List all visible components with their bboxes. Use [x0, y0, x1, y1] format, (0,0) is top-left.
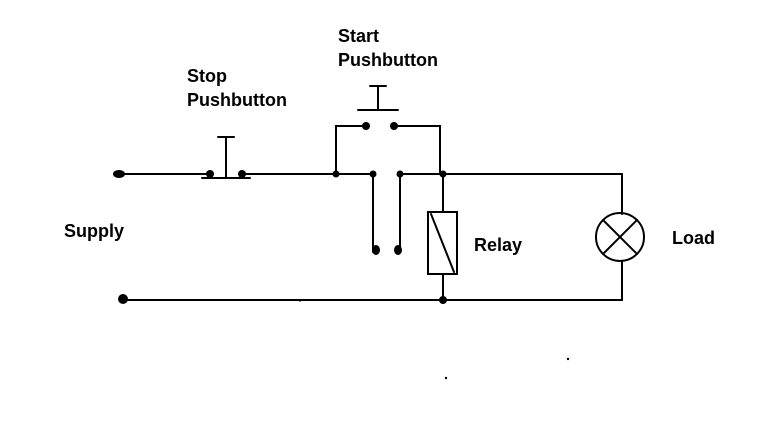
supply-label: Supply: [64, 221, 125, 241]
stop-label-line-1: Stop: [187, 66, 227, 86]
junction-dots: [113, 122, 570, 380]
start-pushbutton-branch: [335, 85, 441, 175]
relay-label: Relay: [474, 235, 523, 255]
stop-label-line-2: Pushbutton: [187, 90, 287, 110]
load-lamp-symbol: [595, 173, 645, 301]
stop-pushbutton-label: Stop Pushbutton: [187, 64, 287, 112]
start-label-line-1: Start: [338, 26, 380, 46]
start-label-line-2: Pushbutton: [338, 50, 438, 70]
relay-coil-symbol: [427, 173, 458, 301]
start-pushbutton-label: Start Pushbutton: [338, 24, 438, 72]
load-label: Load: [672, 228, 715, 248]
relay-contact-symbol: [372, 173, 401, 253]
